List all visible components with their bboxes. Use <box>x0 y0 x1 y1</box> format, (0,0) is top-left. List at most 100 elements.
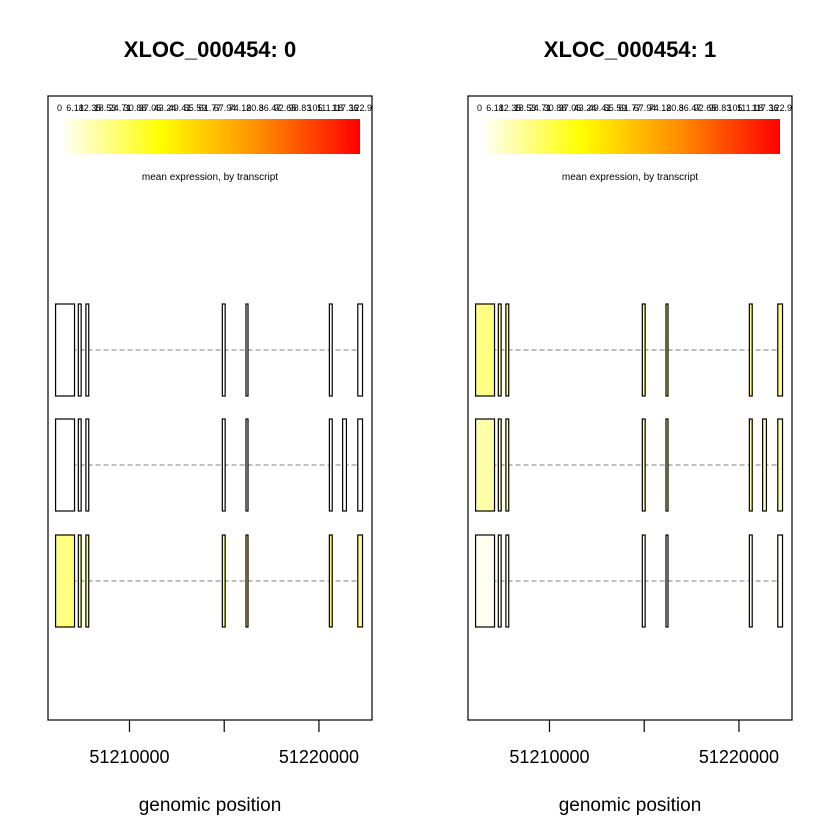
exon-box <box>245 534 249 628</box>
exon-box <box>474 534 496 628</box>
scale-label: 111.18 <box>317 103 343 113</box>
scale-label: 67.94 <box>214 103 237 113</box>
transcript <box>474 418 784 512</box>
exon-box <box>77 418 82 512</box>
scale-label: 12.35 <box>499 103 522 113</box>
exon-box <box>777 303 784 397</box>
exon-box <box>641 418 646 512</box>
x-axis-label: genomic position <box>559 795 702 816</box>
exon-box <box>641 303 646 397</box>
exon-box <box>497 418 502 512</box>
scale-label: 117.36 <box>752 103 779 113</box>
exon-box <box>497 303 502 397</box>
exon-box <box>85 534 90 628</box>
scale-label: 61.77 <box>199 103 222 113</box>
scale-label: 24.71 <box>109 103 132 113</box>
exon-box <box>221 303 226 397</box>
scale-label: 0 <box>477 103 482 113</box>
scale-label: 111.18 <box>737 103 763 113</box>
exon-box <box>54 418 76 512</box>
scale-label: 18.53 <box>94 103 117 113</box>
panel-left: XLOC_000454: 0 0 6.1812.3518.5324.7130.883… <box>47 37 373 816</box>
scale-label: 24.71 <box>529 103 552 113</box>
exon-box <box>665 418 669 512</box>
exon-box <box>777 418 784 512</box>
exon-box <box>665 303 669 397</box>
scale-label: 18.53 <box>514 103 537 113</box>
exon-box <box>497 534 502 628</box>
chart-title: XLOC_000454: 1 <box>544 37 716 62</box>
scale-label: 49.41 <box>589 103 612 113</box>
exon-box <box>777 534 784 628</box>
exon-box <box>77 303 82 397</box>
x-tick-label: 51210000 <box>509 747 589 767</box>
scale-label: 43.24 <box>574 103 597 113</box>
transcript <box>54 418 364 512</box>
scale-label: 80.3 <box>246 103 264 113</box>
scale-label: 6.18 <box>66 103 84 113</box>
scale-label: 98.83 <box>709 103 732 113</box>
exon-box <box>77 534 82 628</box>
exon-box <box>54 534 76 628</box>
scale-label: 6.18 <box>486 103 504 113</box>
exon-box <box>85 418 90 512</box>
exon-box <box>641 534 646 628</box>
exon-box <box>505 418 510 512</box>
exon-box <box>505 303 510 397</box>
exon-box <box>221 418 226 512</box>
exon-box <box>474 418 496 512</box>
exon-box <box>474 303 496 397</box>
scale-caption: mean expression, by transcript <box>562 172 698 183</box>
scale-label: 30.88 <box>124 103 147 113</box>
exon-box <box>665 534 669 628</box>
scale-label: 86.47 <box>259 103 282 113</box>
exon-box <box>85 303 90 397</box>
scale-label: 55.59 <box>184 103 207 113</box>
transcript <box>474 534 784 628</box>
scale-caption: mean expression, by transcript <box>142 172 278 183</box>
scale-label: 12.35 <box>79 103 102 113</box>
exon-box <box>505 534 510 628</box>
exon-box <box>221 534 226 628</box>
x-tick-label: 51210000 <box>89 747 169 767</box>
exon-box <box>357 303 364 397</box>
exon-box <box>245 303 249 397</box>
exon-box <box>762 418 768 512</box>
scale-label: 74.12 <box>649 103 672 113</box>
plot-frame <box>47 95 373 721</box>
scale-label: 30.88 <box>544 103 567 113</box>
scale-label: 122.9 <box>349 103 372 113</box>
scale-label: 0 <box>57 103 62 113</box>
transcript <box>54 534 364 628</box>
scale-label: 86.47 <box>679 103 702 113</box>
x-axis-label: genomic position <box>139 795 282 816</box>
scale-label: 55.59 <box>604 103 627 113</box>
scale-label: 74.12 <box>229 103 252 113</box>
scale-label: 49.41 <box>169 103 192 113</box>
exon-box <box>54 303 76 397</box>
scale-label: 67.94 <box>634 103 657 113</box>
exon-box <box>328 534 333 628</box>
transcript <box>54 303 364 397</box>
scale-label: 105 <box>727 103 742 113</box>
x-tick-label: 51220000 <box>699 747 779 767</box>
scale-label: 98.83 <box>289 103 312 113</box>
expression-scale-bar <box>60 119 360 154</box>
transcript <box>474 303 784 397</box>
exon-box <box>357 418 364 512</box>
exon-box <box>748 418 753 512</box>
exon-box <box>328 303 333 397</box>
scale-label: 37.06 <box>139 103 162 113</box>
expression-scale-bar <box>480 119 780 154</box>
scale-label: 117.36 <box>332 103 359 113</box>
x-tick-label: 51220000 <box>279 747 359 767</box>
chart-title: XLOC_000454: 0 <box>124 37 296 62</box>
exon-box <box>342 418 348 512</box>
scale-label: 61.77 <box>619 103 642 113</box>
scale-label: 43.24 <box>154 103 177 113</box>
scale-label: 105 <box>307 103 322 113</box>
exon-box <box>328 418 333 512</box>
exon-box <box>748 534 753 628</box>
exon-box <box>748 303 753 397</box>
